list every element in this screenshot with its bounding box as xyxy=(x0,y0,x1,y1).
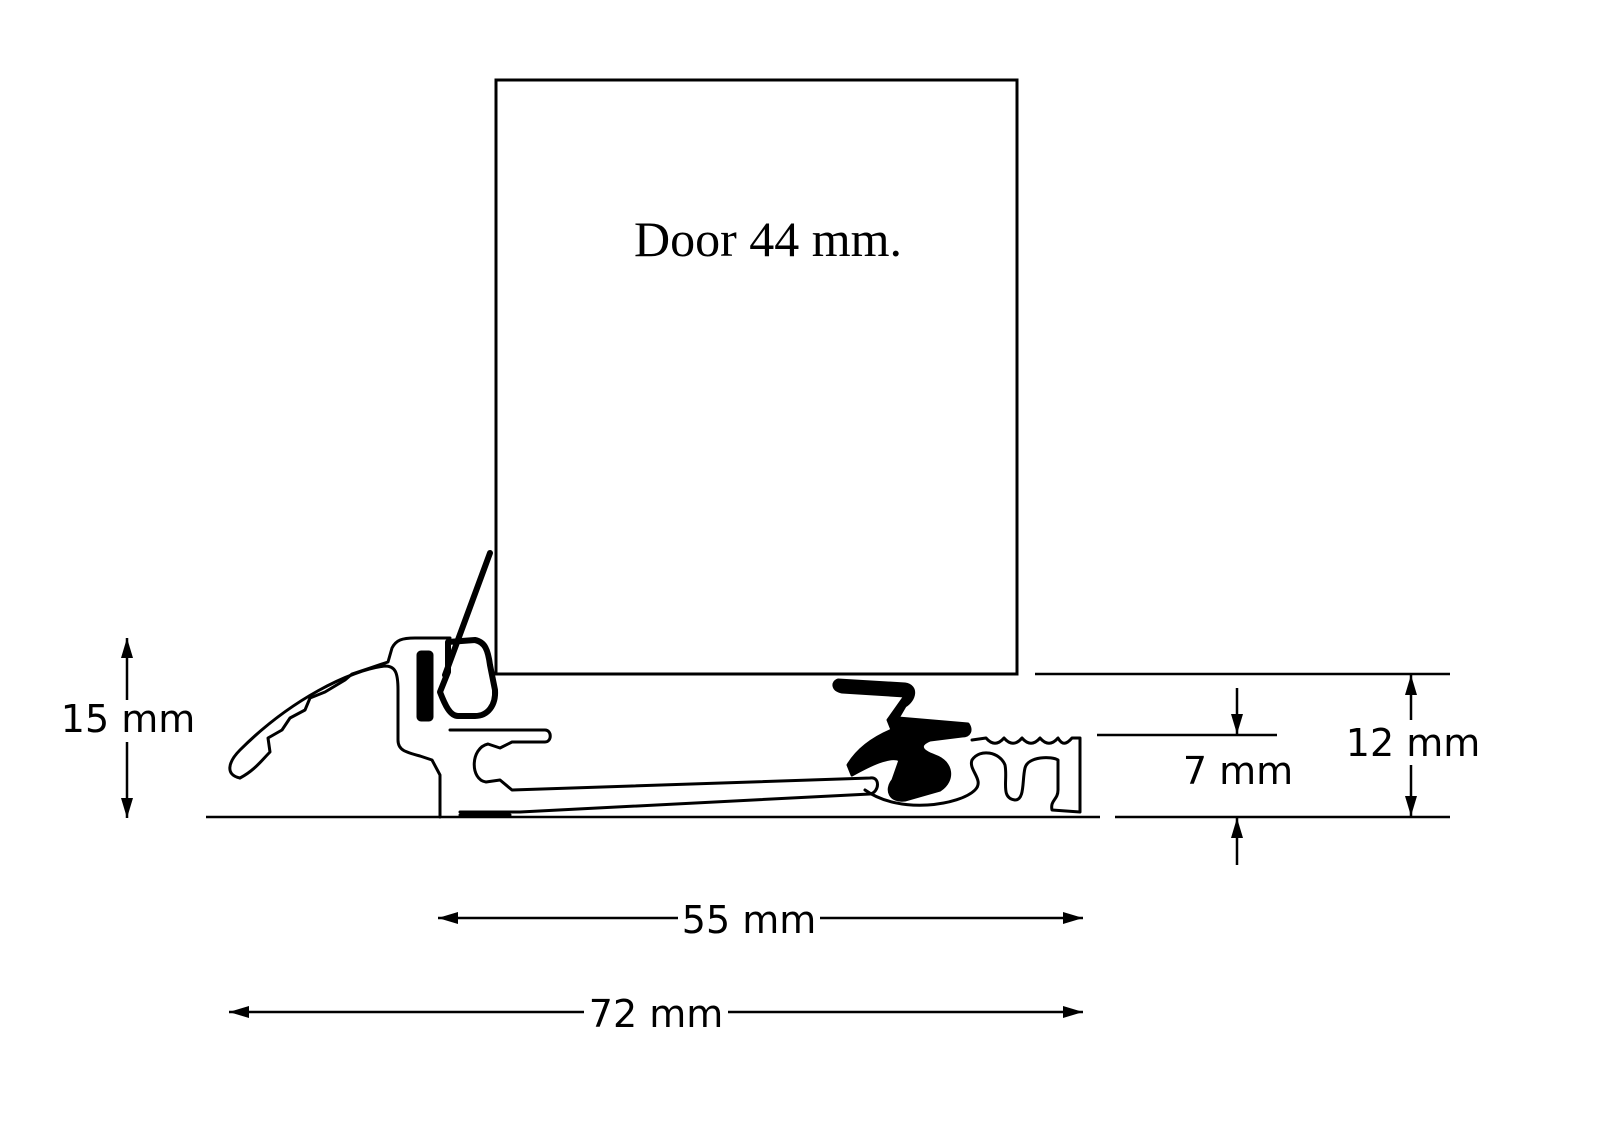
seal-right xyxy=(832,678,972,802)
door-panel xyxy=(494,78,1019,676)
seal-clip xyxy=(416,650,434,722)
door-label: Door 44 mm. xyxy=(634,211,902,267)
threshold-profile xyxy=(228,550,1082,819)
dim-7-label: 7 mm xyxy=(1183,749,1293,793)
dim-15-label: 15 mm xyxy=(61,697,195,741)
dim-72-label: 72 mm xyxy=(589,992,723,1036)
dim-55-label: 55 mm xyxy=(682,898,816,942)
dim-12-label: 12 mm xyxy=(1346,721,1480,765)
